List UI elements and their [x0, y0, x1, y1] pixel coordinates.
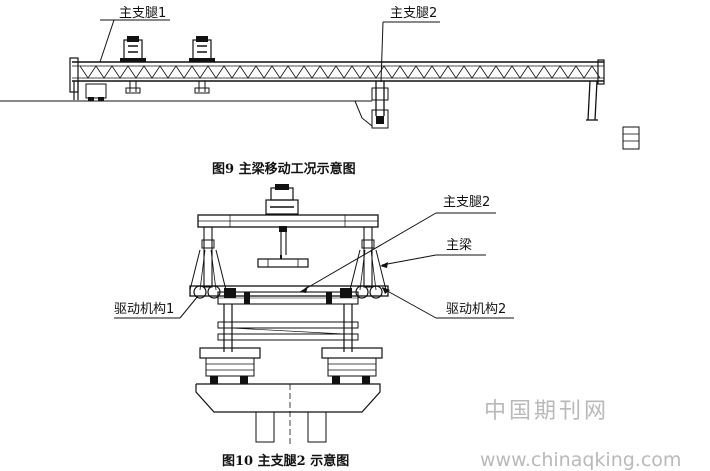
figure10-caption: 图10 主支腿2 示意图: [222, 453, 349, 469]
f10-leg2-label: 主支腿2: [443, 195, 490, 210]
drive1-leader: [179, 295, 199, 319]
detail-box: [622, 126, 640, 150]
front-leg: [586, 80, 598, 121]
figure9-drawing: [0, 19, 640, 150]
pier-cap: [195, 383, 381, 446]
figure9-caption: 图9 主梁移动工况示意图: [212, 161, 356, 177]
left-bearing-base: [199, 347, 261, 384]
main-beam-section: [189, 285, 389, 305]
drive2-leader: [381, 287, 437, 319]
right-bearing-base: [321, 347, 383, 384]
watermark-cn: 中国期刊网: [484, 399, 609, 424]
hoist-trolley: [257, 184, 309, 268]
main-beam-label: 主梁: [446, 238, 472, 253]
beam-leader: [381, 254, 437, 266]
lower-leg-frame: [217, 304, 359, 352]
drive2-label: 驱动机构2: [446, 302, 506, 317]
f10-leg2-arrow: [300, 286, 308, 293]
pier-outline: [354, 100, 373, 127]
leg1-leader: [99, 19, 115, 63]
drive2-arrow: [382, 287, 390, 294]
drive1-label: 驱动机构1: [114, 302, 174, 317]
drive-mechanism-1: [193, 285, 236, 299]
left-end-support: [73, 81, 107, 101]
top-cross-beam: [197, 214, 379, 228]
crane-trolley-2: [189, 36, 215, 94]
watermark-url: www.chinaqking.com: [480, 449, 681, 471]
main-girder-truss: [69, 57, 605, 93]
beam-arrow: [380, 262, 388, 268]
figure10-drawing: [114, 184, 514, 446]
f10-leg2-leader: [299, 212, 437, 293]
leg2-leader: [380, 21, 384, 83]
crane-trolley-1: [120, 36, 146, 94]
leg2-label: 主支腿2: [390, 6, 437, 21]
leg1-label: 主支腿1: [119, 6, 166, 21]
main-leg-2: [371, 81, 389, 129]
right-column: [349, 226, 387, 291]
drive-mechanism-2: [340, 285, 383, 299]
left-column: [189, 226, 227, 291]
